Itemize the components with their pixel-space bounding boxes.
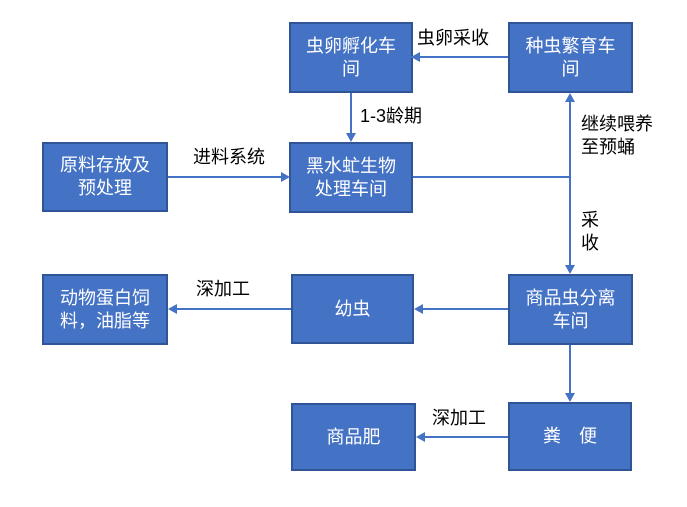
arrowhead-left-icon [414,304,423,314]
arrowhead-left-icon [411,52,420,62]
edge-manure-to-fertilizer-line [423,436,508,438]
edge-label-feeding-system: 进料系统 [193,147,265,167]
node-raw-material-storage: 原料存放及 预处理 [42,142,168,212]
edge-bsf-to-trunk-line [413,176,571,178]
edge-egg-hatching-to-bsf-line [350,93,352,135]
arrowhead-right-icon [281,172,290,182]
edge-raw-material-to-bsf-line [168,176,283,178]
node-breeding-workshop: 种虫繁育车 间 [508,22,633,93]
edge-larvae-to-feed-line [175,308,291,310]
node-manure: 粪 便 [508,402,632,471]
node-animal-protein-feed: 动物蛋白饲 料，油脂等 [42,274,168,345]
node-bsf-processing-workshop: 黑水虻生物 处理车间 [289,142,413,213]
arrowhead-left-icon [168,304,177,314]
arrowhead-down-icon [565,393,575,402]
arrowhead-left-icon [416,432,425,442]
node-separation-workshop: 商品虫分离 车间 [508,274,633,345]
edge-breeding-to-egg-hatching-line [411,56,508,58]
arrowhead-down-icon [346,133,356,142]
edge-label-deep-processing: 深加工 [432,408,486,428]
edge-separation-to-manure-line [569,345,571,395]
edge-label-instar-1-3: 1-3龄期 [360,106,423,126]
edge-label-egg-collection: 虫卵采收 [417,28,489,48]
edge-label-continue-feeding: 继续喂养 至预蛹 [581,114,653,157]
edge-trunk-vertical-line [569,100,571,267]
arrowhead-up-icon [565,93,575,102]
node-commercial-fertilizer: 商品肥 [291,403,416,471]
edge-label-harvest: 采 收 [581,210,599,253]
edge-separation-to-larvae-line [420,308,508,310]
node-larvae: 幼虫 [291,274,414,344]
node-egg-hatching-workshop: 虫卵孵化车 间 [289,22,413,93]
edge-label-deep-processing: 深加工 [196,279,250,299]
arrowhead-down-icon [565,265,575,274]
